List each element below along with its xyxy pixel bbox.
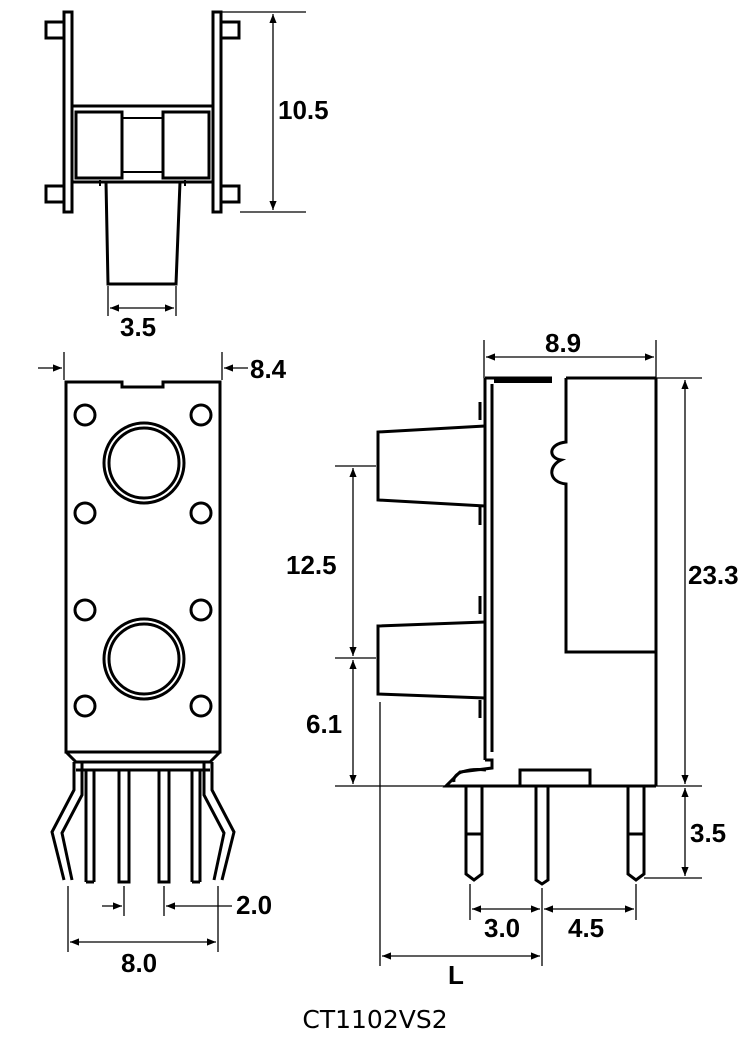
pin (117, 768, 131, 884)
dim-pin-length: 3.5 (690, 818, 726, 848)
right-bracket (211, 10, 223, 214)
left-bracket (62, 10, 74, 214)
side-inner-panel (550, 378, 656, 654)
bracket-tab (44, 20, 66, 40)
front-body (64, 380, 222, 754)
side-pin (464, 786, 484, 882)
dim-shaft-length: L (448, 960, 464, 990)
right-housing (161, 110, 211, 180)
top-view: 10.5 3.5 (44, 10, 329, 342)
front-view: 8.4 2.0 (38, 352, 287, 978)
dim-shaft-spacing: 12.5 (286, 550, 337, 580)
dim-height-side: 23.3 (688, 560, 739, 590)
side-pin (626, 786, 646, 882)
side-shaft-1 (376, 424, 486, 508)
left-housing (74, 110, 124, 180)
dim-pin-spacing-a: 3.0 (484, 913, 520, 943)
bracket-tab (219, 184, 241, 204)
dim-pin-spacing-b: 4.5 (568, 913, 604, 943)
dim-shaft-diameter: 3.5 (120, 312, 156, 342)
dim-height-top: 10.5 (278, 95, 329, 125)
pin-right-bent (202, 762, 236, 881)
side-pin (534, 786, 550, 886)
pin-left-bent (50, 762, 84, 881)
part-number: CT1102VS2 (302, 1005, 447, 1034)
dim-pin-pitch: 2.0 (236, 890, 272, 920)
shaft-1 (102, 421, 186, 505)
side-shaft-2 (376, 620, 486, 700)
bracket-tab (219, 20, 241, 40)
bracket-tab (44, 184, 66, 204)
side-view: 8.9 23.3 3.5 (286, 328, 739, 990)
pin (157, 768, 171, 884)
shaft-2 (102, 617, 186, 701)
dim-shaft-offset: 6.1 (306, 709, 342, 739)
dim-depth: 8.9 (545, 328, 581, 358)
dim-pin-span: 8.0 (121, 948, 157, 978)
shaft (104, 181, 182, 286)
dim-width-front: 8.4 (250, 354, 287, 384)
